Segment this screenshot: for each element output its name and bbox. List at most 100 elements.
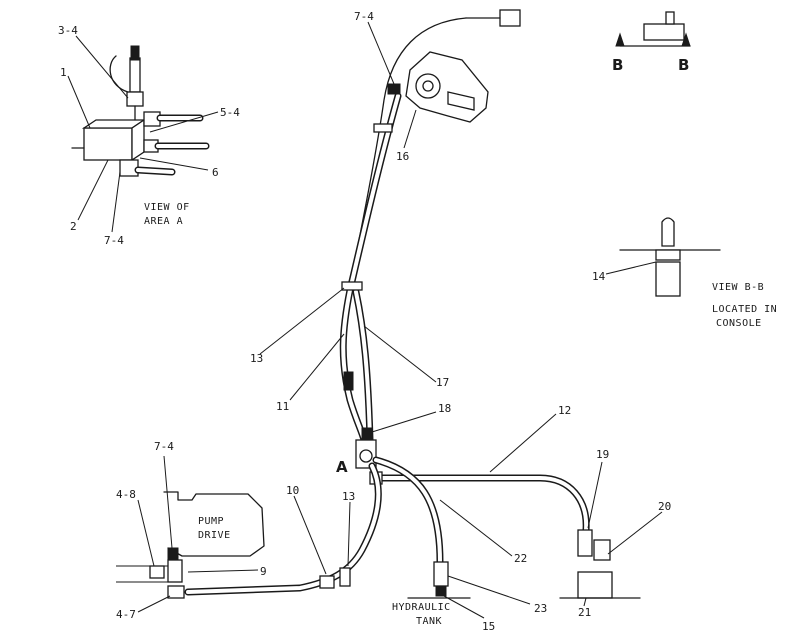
leader-1 [67,75,91,129]
note-view-of: VIEW OF [144,202,190,213]
hose-13-upper-in [348,94,400,292]
control-valve-16 [346,9,521,294]
callout-22: 22 [514,552,527,565]
callout-18: 18 [438,402,451,415]
control-lever [447,91,475,111]
manifold-fitting-18 [361,427,373,441]
hose-22-in [374,458,442,564]
hose-11-in [341,288,366,442]
leader-16 [403,109,417,149]
leader-18 [371,411,437,433]
top-fitting-nut [126,91,144,107]
leader-9 [187,569,259,573]
area-a-marker: A [336,458,348,476]
note-pump: PUMP [198,516,224,527]
leader-21 [583,597,587,607]
manifold-area-a [184,411,590,596]
section-b-right: B [678,56,689,74]
note-located-in: LOCATED IN [712,304,777,315]
fitting-10 [319,575,335,589]
leader-20 [607,511,663,555]
fitting-7-4-pump [167,547,179,561]
callout-15: 15 [482,620,495,633]
top-fitting [129,57,141,93]
callout-labels: 3-4 1 5-4 6 2 7-4 7-4 16 14 13 11 17 18 … [58,10,671,633]
control-port-inner [422,80,434,92]
note-drive: DRIVE [198,530,231,541]
leader-23 [447,575,531,605]
control-fitting [387,83,401,95]
callout-7-4-a: 7-4 [104,234,124,247]
bent-tube [109,55,129,93]
section-b-b [615,11,691,47]
leader-6 [139,157,209,171]
leader-7-4-a [111,171,121,233]
leader-11 [289,333,345,401]
callout-4-8: 4-8 [116,488,136,501]
leader-7-4-pump [163,455,173,549]
fitting-4-8 [149,565,165,579]
notes: VIEW OF AREA A VIEW B-B LOCATED IN CONSO… [144,56,777,627]
manifold-port [359,449,373,463]
callout-4-7: 4-7 [116,608,136,621]
tank-fitting-15 [435,585,447,597]
filter-assembly [559,461,663,607]
callout-16: 16 [396,150,409,163]
view-b-b-joystick [605,217,721,297]
callout-14: 14 [592,270,606,283]
hydraulic-tank [407,561,531,619]
callout-11: 11 [276,400,289,413]
hose-6-in [136,168,174,174]
callout-10: 10 [286,484,299,497]
hose-10-in [186,464,381,594]
leader-14 [605,261,657,275]
callout-19: 19 [596,448,609,461]
note-tank: TANK [416,616,442,627]
callout-2: 2 [70,220,77,233]
joystick-base [655,261,681,297]
hose-clamp-top [373,123,393,133]
callout-5-4: 5-4 [220,106,240,119]
leader-12 [489,413,557,473]
joystick-collar [655,249,681,261]
callout-7-4-top: 7-4 [354,10,374,23]
callout-7-4-pump: 7-4 [154,440,174,453]
top-fitting-cap [130,45,140,61]
section-arrow-left [615,32,625,47]
section-knob [665,11,675,25]
callout-20: 20 [658,500,671,513]
section-block [643,23,685,41]
callout-23: 23 [534,602,547,615]
clamp-13-low [339,567,351,587]
note-console: CONSOLE [716,318,762,329]
callout-12: 12 [558,404,571,417]
fitting-20 [593,539,611,561]
leader-15 [443,595,485,619]
clamp-13-mid [341,281,363,291]
pump-drive-outline [163,491,265,557]
pump-drive [116,455,265,613]
hose-12 [376,474,590,534]
leader-13-low [347,501,351,567]
leader-7-4-top [367,21,395,85]
section-b-left: B [612,56,623,74]
callout-21: 21 [578,606,591,619]
filter-base-21 [577,571,613,599]
fitting-4-7 [167,585,185,599]
fitting-pump-out [167,559,183,583]
long-hose-bundle [259,281,437,444]
callout-17: 17 [436,376,449,389]
leader-17 [363,325,437,383]
leader-4-7 [137,595,171,613]
callout-13-low: 13 [342,490,355,503]
leader-22 [439,499,513,557]
inline-fitting [343,371,354,391]
connector-plug [499,9,521,27]
callout-3-4: 3-4 [58,24,78,37]
section-arrow-right [681,32,691,47]
leader-19 [587,461,603,529]
hose-17-in [354,290,372,442]
callout-1: 1 [60,66,67,79]
leader-2 [77,159,109,221]
area-a-detail [67,35,219,233]
